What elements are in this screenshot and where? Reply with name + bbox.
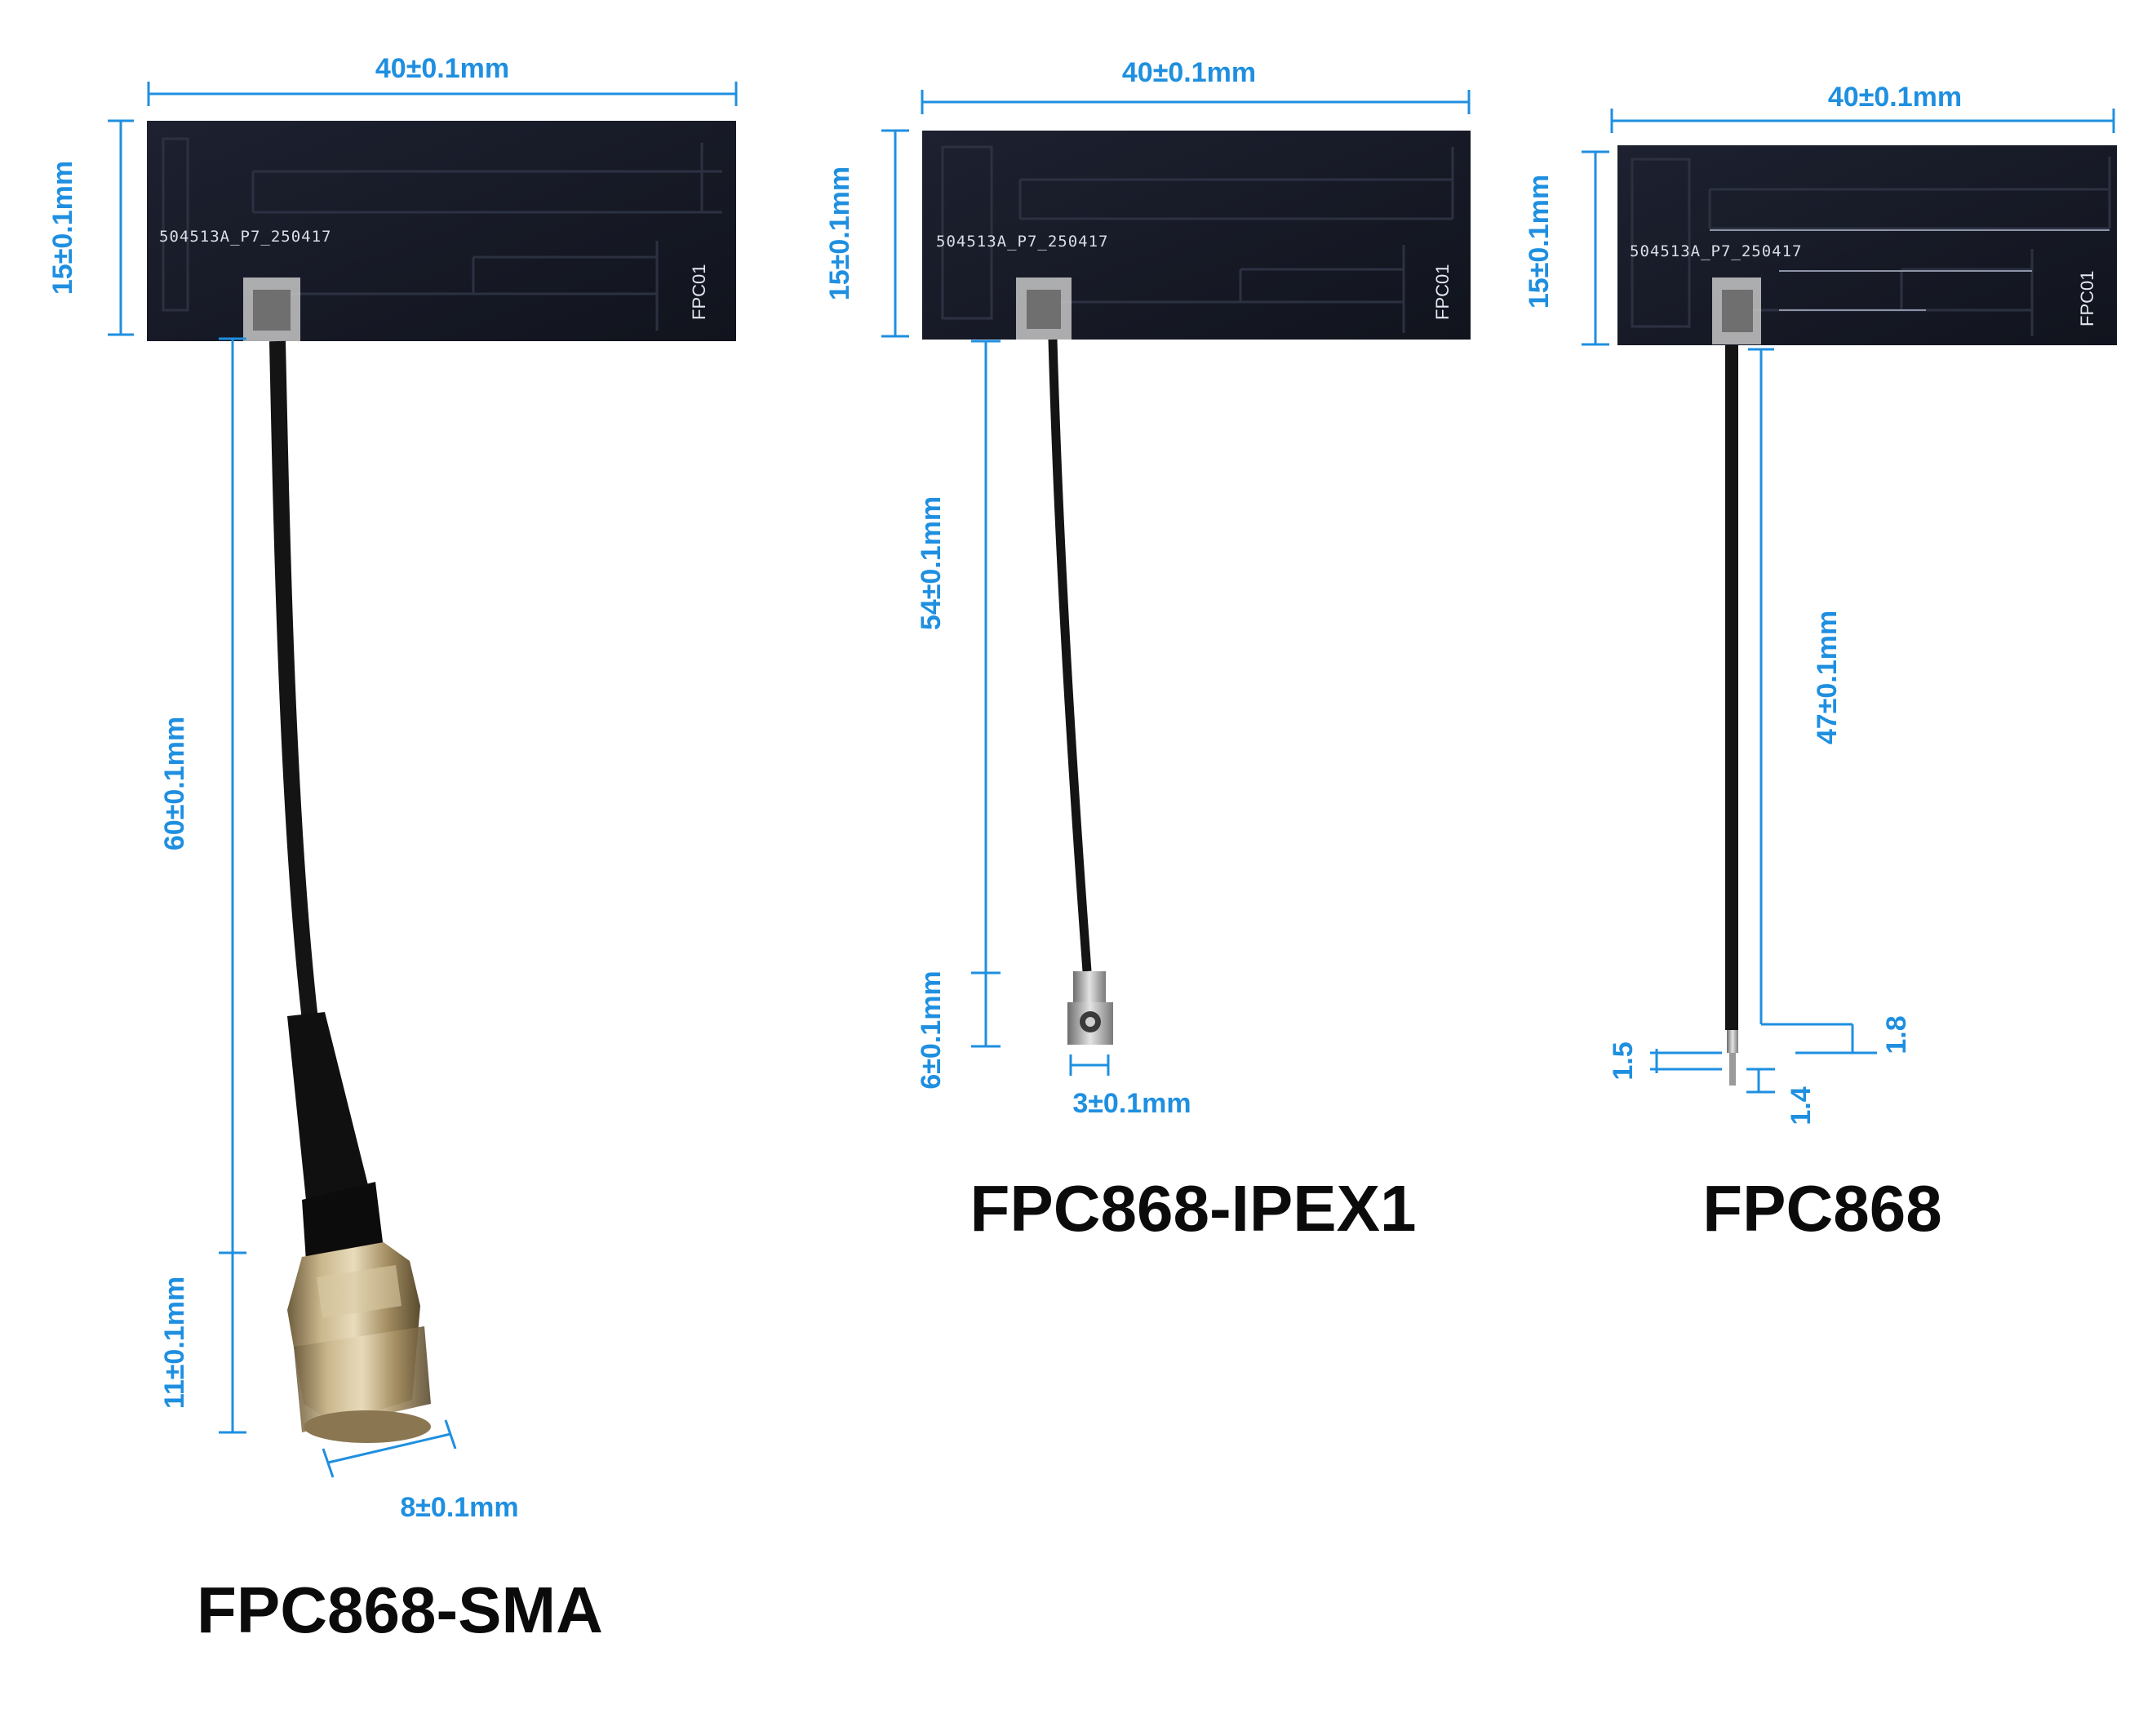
ipex-board-marking: 504513A_P7_250417 — [936, 233, 1108, 251]
ipex-connector-len-dimension: 6±0.1mm — [916, 970, 1001, 1090]
sma-cable-dimension: 60±0.1mm — [159, 337, 246, 1254]
sma-connector-len-label: 11±0.1mm — [159, 1276, 190, 1409]
product-fpc868: 40±0.1mm 15±0.1mm 504513A_P7_250417 FPC0… — [1524, 82, 2117, 1245]
fpc-strip-a-dimension: 1.8 — [1761, 1015, 1912, 1054]
ipex-board-label: FPC01 — [1432, 264, 1453, 320]
sma-connector — [287, 1012, 431, 1443]
fpc-cable-dimension: 47±0.1mm — [1748, 348, 1843, 1024]
fpc-board-marking: 504513A_P7_250417 — [1630, 242, 1802, 260]
ipex-width-label: 40±0.1mm — [1122, 57, 1256, 88]
fpc-width-label: 40±0.1mm — [1828, 82, 1962, 113]
fpc-strip-a-label: 1.8 — [1881, 1015, 1912, 1054]
ipex-connector-w-dimension: 3±0.1mm — [1069, 1054, 1191, 1119]
sma-connector-dimension: 11±0.1mm — [159, 1253, 246, 1434]
ipex-cable-dimension: 54±0.1mm — [916, 340, 1001, 975]
sma-antenna-board: 504513A_P7_250417 FPC01 — [147, 121, 736, 341]
sma-title: FPC868-SMA — [197, 1574, 603, 1646]
sma-cable — [269, 340, 318, 1022]
fpc-strip-c-dimension: 1.4 — [1746, 1068, 1817, 1126]
sma-board-label: FPC01 — [689, 264, 709, 320]
fpc-antenna-board: 504513A_P7_250417 FPC01 — [1617, 145, 2117, 345]
ipex-antenna-board: 504513A_P7_250417 FPC01 — [922, 131, 1471, 340]
fpc-strip-b-label: 1.5 — [1608, 1041, 1639, 1080]
sma-height-label: 15±0.1mm — [47, 161, 78, 295]
product-fpc868-sma: 40±0.1mm 15±0.1mm 504513A_P7_250417 FPC0… — [47, 53, 738, 1646]
sma-cable-label: 60±0.1mm — [159, 717, 190, 850]
ipex-cable-label: 54±0.1mm — [916, 496, 947, 630]
fpc-strip-c-label: 1.4 — [1786, 1086, 1817, 1125]
sma-connector-dia-dimension: 8±0.1mm — [322, 1419, 519, 1523]
fpc-title: FPC868 — [1702, 1172, 1941, 1245]
ipex-height-dimension: 15±0.1mm — [824, 129, 909, 338]
ipex-width-dimension: 40±0.1mm — [921, 57, 1471, 114]
ipex-connector-len-label: 6±0.1mm — [916, 970, 947, 1089]
sma-connector-dia-label: 8±0.1mm — [400, 1492, 518, 1523]
sma-width-dimension: 40±0.1mm — [147, 53, 738, 106]
ipex-height-label: 15±0.1mm — [824, 166, 855, 300]
fpc-height-dimension: 15±0.1mm — [1524, 150, 1609, 346]
ipex-cable — [1048, 339, 1092, 972]
ipex-connector-w-label: 3±0.1mm — [1072, 1088, 1191, 1119]
ipex-connector — [1067, 971, 1113, 1045]
sma-board-marking: 504513A_P7_250417 — [159, 228, 331, 246]
fpc-height-label: 15±0.1mm — [1524, 175, 1555, 309]
fpc-cable-label: 47±0.1mm — [1812, 610, 1843, 744]
ipex-title: FPC868-IPEX1 — [970, 1172, 1417, 1245]
sma-width-label: 40±0.1mm — [375, 53, 509, 84]
fpc-width-dimension: 40±0.1mm — [1610, 82, 2115, 133]
fpc-board-label: FPC01 — [2077, 271, 2097, 326]
fpc-cable-tip — [1727, 1030, 1738, 1086]
fpc-strip-b-dimension: 1.5 — [1608, 1041, 1722, 1081]
product-fpc868-ipex1: 40±0.1mm 15±0.1mm 504513A_P7_250417 FPC0… — [824, 57, 1471, 1245]
sma-height-dimension: 15±0.1mm — [47, 119, 134, 336]
